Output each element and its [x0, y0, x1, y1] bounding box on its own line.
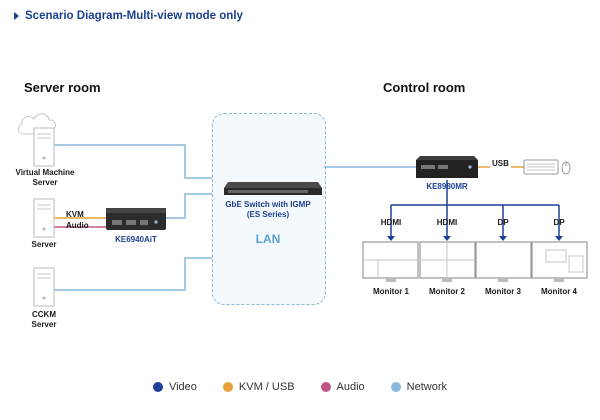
video-lines [390, 180, 560, 238]
monitor-2-icon [419, 241, 476, 282]
heading-text: Scenario Diagram-Multi-view mode only [25, 10, 243, 22]
usb-label: USB [490, 159, 511, 169]
cckm-server-label: CCKM Server [31, 310, 57, 329]
port-label-2: HDMI [436, 218, 458, 227]
arrow-icon [499, 236, 507, 241]
network-line-cckm [54, 257, 212, 291]
ke6940ait-device-icon [106, 208, 166, 230]
ke8980mr-device-icon [416, 156, 478, 178]
server-room-title: Server room [24, 80, 101, 95]
arrow-icon [443, 236, 451, 241]
legend-item-network: Network [390, 381, 448, 393]
vm-server-tower-icon [33, 127, 55, 167]
server-label: Server [31, 240, 57, 249]
kvm-label: KVM [66, 210, 84, 219]
arrow-icon [555, 236, 563, 241]
legend-label: Network [406, 381, 448, 393]
monitor-1-icon [362, 241, 419, 282]
legend-item-kvm-usb: KVM / USB [222, 381, 295, 393]
monitor-2-label: Monitor 2 [429, 287, 465, 296]
port-label-1: HDMI [380, 218, 402, 227]
legend-dot-icon [222, 382, 233, 392]
control-room-title: Control room [383, 80, 466, 95]
legend-dot-icon [390, 382, 401, 392]
legend-label: Video [168, 381, 197, 393]
diagram-heading: Scenario Diagram-Multi-view mode only [14, 10, 243, 22]
monitor-4-icon [531, 241, 588, 282]
port-label-4: DP [553, 218, 565, 227]
monitor-3-icon [475, 241, 532, 282]
legend: Video KVM / USB Audio Network [0, 381, 600, 393]
legend-label: KVM / USB [238, 381, 295, 393]
network-line-ke6940 [166, 193, 212, 219]
bullet-triangle-icon [14, 12, 19, 20]
ke8980mr-label: KE8980MR [426, 182, 468, 191]
cckm-server-tower-icon [33, 267, 55, 307]
monitor-1-label: Monitor 1 [373, 287, 409, 296]
lan-region [212, 113, 326, 305]
gbe-switch-label: GbE Switch with IGMP (ES Series) [225, 200, 311, 219]
mouse-icon [561, 161, 571, 175]
legend-item-video: Video [152, 381, 197, 393]
network-line-vm [54, 144, 212, 179]
legend-item-audio: Audio [320, 381, 365, 393]
legend-dot-icon [152, 382, 163, 392]
audio-label: Audio [66, 221, 89, 230]
monitor-3-label: Monitor 3 [485, 287, 521, 296]
legend-label: Audio [336, 381, 365, 393]
lan-label: LAN [255, 232, 281, 246]
server-tower-icon [33, 198, 55, 238]
gbe-switch-icon [224, 182, 322, 195]
arrow-icon [387, 236, 395, 241]
vm-server-label: Virtual Machine Server [15, 168, 75, 187]
port-label-3: DP [497, 218, 509, 227]
legend-dot-icon [320, 382, 331, 392]
keyboard-icon [523, 159, 559, 175]
ke6940ait-label: KE6940AiT [115, 235, 157, 244]
monitor-4-label: Monitor 4 [541, 287, 577, 296]
